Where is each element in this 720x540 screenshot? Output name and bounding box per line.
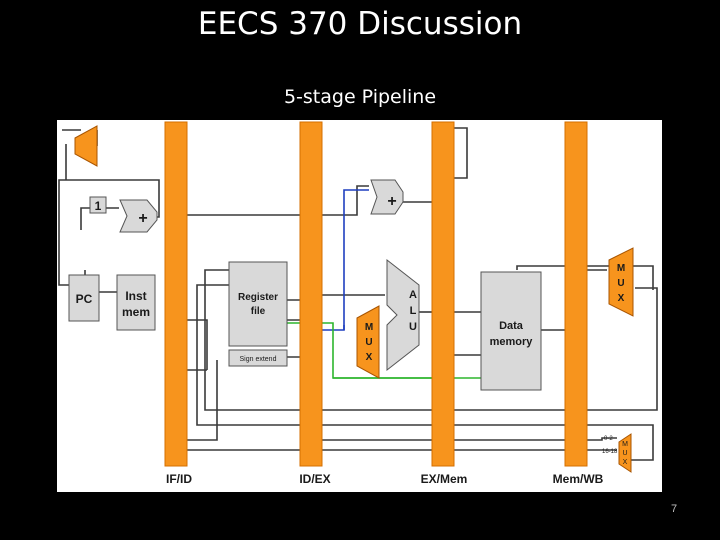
pc-label: PC: [76, 292, 93, 306]
dest-select-label-16-18: 16-18: [602, 449, 618, 455]
wb-mux-letter-u: U: [617, 278, 624, 289]
pipeline-register-mem-wb: [564, 121, 588, 467]
alu: [386, 258, 420, 372]
pipeline-register-if-id: [164, 121, 188, 467]
alu-mux-letter-m: M: [365, 322, 373, 333]
data-memory-label-line2: memory: [490, 336, 534, 348]
pipeline-registers: [164, 121, 588, 467]
stage-label-if-id: IF/ID: [166, 472, 192, 486]
alu-mux-letter-x: X: [366, 352, 373, 363]
dest-mux-letter-u: U: [622, 450, 627, 457]
alu-mux-letter-u: U: [365, 337, 372, 348]
register-file-label-line1: Register: [238, 292, 278, 303]
branch-adder-plus: +: [387, 193, 396, 210]
pc-register: [68, 274, 100, 322]
inst-mem-label-line1: Inst: [125, 289, 146, 303]
pipeline-register-id-ex: [299, 121, 323, 467]
stage-label-id-ex: ID/EX: [299, 472, 330, 486]
register-file-label-line2: file: [251, 306, 266, 317]
sign-extend-label: Sign extend: [240, 356, 277, 363]
inst-mem-label-line2: mem: [122, 305, 150, 319]
slide-subtitle: 5-stage Pipeline: [283, 86, 437, 108]
dest-select-label-0-2: 0-2: [604, 436, 613, 442]
stage-label-ex-mem: EX/Mem: [421, 472, 468, 486]
branch-wires: [317, 189, 369, 331]
stage-label-mem-wb: Mem/WB: [553, 472, 604, 486]
fetch-mux: [74, 125, 98, 167]
pc-adder-plus: +: [138, 210, 147, 227]
dest-mux-letter-x: X: [623, 459, 628, 466]
alu-letter-a: A: [409, 289, 417, 301]
slide-title: EECS 370 Discussion: [197, 6, 523, 42]
dest-register-mux: [618, 433, 632, 473]
alu-letter-u: U: [409, 321, 417, 333]
data-memory-label-line1: Data: [499, 320, 524, 332]
page-number: 7: [670, 503, 678, 515]
data-memory: [480, 271, 542, 391]
branch-adder: [370, 179, 404, 215]
dest-mux-letter-m: M: [622, 441, 628, 448]
pipeline-register-ex-mem: [431, 121, 455, 467]
writeback-mux: [608, 247, 634, 317]
constant-one-box: [89, 196, 107, 214]
wb-mux-letter-x: X: [618, 293, 625, 304]
alu-operand-mux: [356, 305, 380, 379]
alu-letter-l: L: [410, 305, 417, 317]
register-file: [228, 261, 288, 347]
wb-mux-letter-m: M: [617, 263, 625, 274]
pipeline-diagram: 1 + PC Inst mem Register file Sign exten…: [57, 120, 662, 492]
constant-one-label: 1: [95, 199, 102, 213]
instruction-memory: [116, 274, 156, 331]
sign-extend: [228, 349, 288, 367]
pc-adder: [119, 199, 158, 233]
